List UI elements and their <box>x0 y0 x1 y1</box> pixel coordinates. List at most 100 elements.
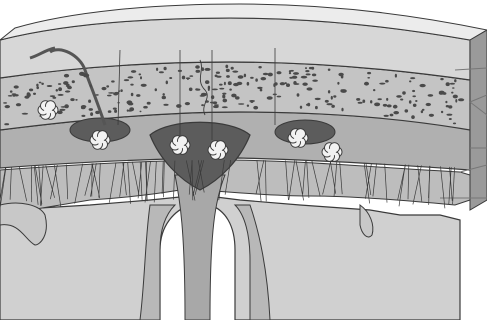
bone-pore <box>285 82 287 84</box>
bone-pore <box>195 65 200 69</box>
bone-pore <box>238 103 244 105</box>
bone-pore <box>130 84 133 86</box>
bone-pore <box>141 84 147 87</box>
bone-pore <box>446 114 452 116</box>
bone-pore <box>383 104 387 107</box>
bone-pore <box>422 109 425 111</box>
bone-pore <box>267 96 273 99</box>
bone-pore <box>452 87 455 89</box>
granulation-core <box>96 136 104 144</box>
bone-pore <box>107 95 112 97</box>
bone-pore <box>4 123 9 125</box>
bone-pore <box>446 82 450 86</box>
bone-pore <box>449 118 452 120</box>
bone-pore <box>136 94 140 97</box>
bone-pore <box>255 78 258 81</box>
bone-pore <box>124 79 129 81</box>
bone-pore <box>439 92 444 95</box>
bone-pore <box>373 89 375 91</box>
arachnoid-granulation <box>170 136 190 155</box>
bone-pore <box>420 84 426 87</box>
bone-pore <box>277 96 282 98</box>
bone-pore <box>88 100 91 103</box>
bone-pore <box>222 93 226 95</box>
bone-pore <box>238 75 244 78</box>
bone-pore <box>312 74 316 77</box>
bone-pore <box>222 95 225 99</box>
bone-pore <box>386 98 388 101</box>
bone-pore <box>370 100 372 103</box>
bone-pore <box>79 72 85 76</box>
bone-pore <box>450 83 456 85</box>
bone-pore <box>166 81 168 85</box>
bone-pore <box>412 95 416 97</box>
granulation-core <box>214 146 222 154</box>
bone-pore <box>102 87 107 90</box>
bone-pore <box>189 75 193 77</box>
bone-pore <box>410 77 415 79</box>
bone-pore <box>118 90 120 92</box>
bone-pore <box>440 78 443 80</box>
bone-pore <box>244 74 246 78</box>
bone-pore <box>64 104 69 108</box>
bone-pore <box>412 90 415 92</box>
bone-pore <box>448 105 452 108</box>
bone-pore <box>159 71 164 73</box>
arachnoid-granulation <box>322 143 342 162</box>
bone-pore <box>5 105 10 108</box>
bone-pore <box>232 71 238 73</box>
bone-pore <box>441 111 443 113</box>
bone-pore <box>387 104 392 107</box>
bone-pore <box>90 84 92 87</box>
bone-pore <box>393 105 398 109</box>
bone-pore <box>29 89 33 92</box>
arachnoid-granulation <box>288 129 308 148</box>
bone-pore <box>268 73 273 77</box>
bone-pore <box>16 103 21 106</box>
bone-pore <box>331 96 333 100</box>
bone-pore <box>204 68 210 71</box>
bone-pore <box>300 106 302 109</box>
bone-pore <box>156 68 158 71</box>
bone-pore <box>222 106 228 108</box>
bone-pore <box>400 99 403 101</box>
block-side-face <box>470 30 487 210</box>
bone-pore <box>426 103 431 106</box>
bone-pore <box>367 77 370 79</box>
bone-pore <box>305 67 307 69</box>
bone-pore <box>90 112 93 116</box>
bone-pore <box>143 106 148 109</box>
bone-pore <box>312 80 318 82</box>
bone-pore <box>237 82 243 85</box>
bone-pore <box>413 104 417 107</box>
bone-pore <box>58 87 62 91</box>
bone-pore <box>66 85 71 87</box>
bone-pore <box>219 84 223 86</box>
bone-pore <box>139 73 142 75</box>
bone-pore <box>455 99 457 103</box>
bone-pore <box>211 95 214 99</box>
bone-pore <box>226 69 230 72</box>
granulation-core <box>294 134 302 142</box>
bone-pore <box>95 94 98 96</box>
bone-pore <box>41 83 44 85</box>
bone-pore <box>95 111 100 114</box>
bone-pore <box>210 102 214 104</box>
bone-pore <box>263 73 269 75</box>
bone-pore <box>451 92 453 94</box>
bone-pore <box>128 102 134 105</box>
bone-pore <box>415 100 417 102</box>
bone-pore <box>202 67 204 71</box>
bone-pore <box>273 94 277 96</box>
bone-pore <box>189 88 193 92</box>
bone-pore <box>208 88 210 91</box>
bone-pore <box>75 99 77 101</box>
bone-pore <box>3 102 7 104</box>
bone-pore <box>257 87 262 89</box>
bone-pore <box>182 76 185 80</box>
granulation-core <box>328 148 336 156</box>
bone-pore <box>81 115 85 117</box>
bone-pore <box>58 83 61 85</box>
